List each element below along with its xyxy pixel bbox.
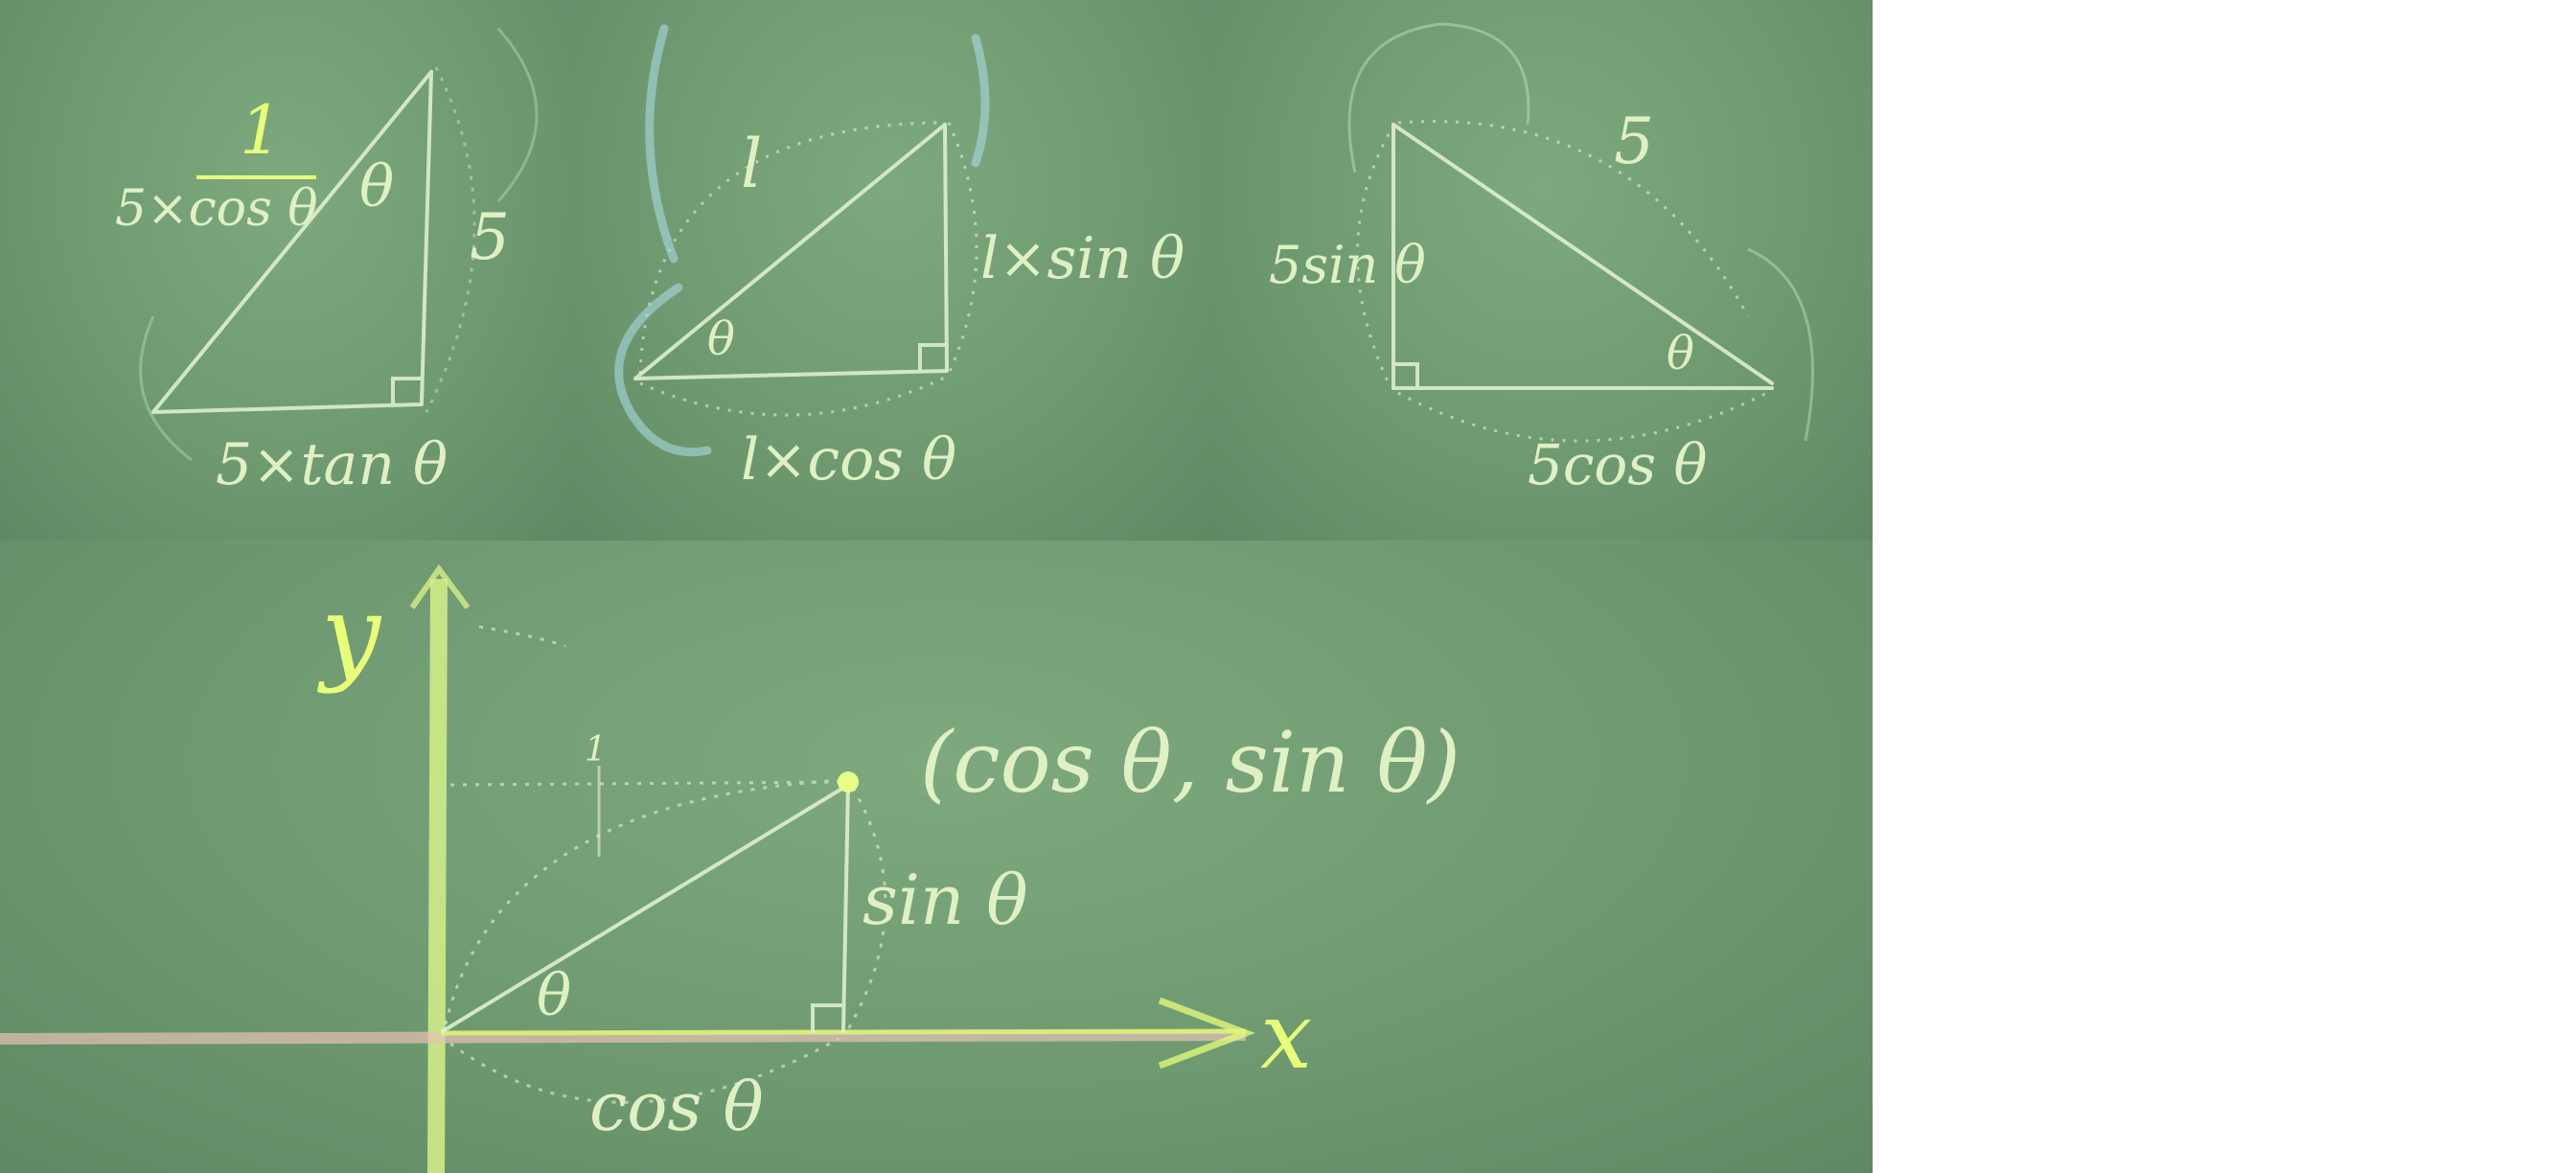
bottom-label: l×cos θ <box>741 426 956 494</box>
angle-theta-label: θ <box>359 153 394 220</box>
x-axis-label: x <box>1260 982 1312 1090</box>
hypotenuse-label: l <box>741 125 762 203</box>
triangle-diagram-3: 5 5sin θ θ 5cos θ <box>1269 22 1814 497</box>
chalkboard-panel-3: 5 5sin θ θ 5cos θ <box>1211 0 1873 540</box>
numerator-label: 1 <box>240 91 283 170</box>
vertical-side-label: sin θ <box>862 860 1028 940</box>
side-label: 5 <box>470 200 510 274</box>
angle-theta-label: θ <box>537 962 571 1029</box>
side-label: l×sin θ <box>980 225 1184 292</box>
unit-circle-diagram: y x (cos θ, sin θ) sin θ θ cos θ 1 <box>0 564 1460 1173</box>
triangle-diagram-1: 1 5×cos θ θ 5 5×tan θ <box>115 28 539 498</box>
chalkboard-panel-2: l θ l×sin θ l×cos θ <box>573 0 1211 540</box>
angle-theta-label: θ <box>707 312 735 366</box>
bottom-label: 5cos θ <box>1528 432 1707 497</box>
hypotenuse-label: 5×cos θ <box>115 180 318 238</box>
y-axis <box>427 578 448 1173</box>
unit-circle-point <box>838 771 859 793</box>
radius-tick-label: 1 <box>585 730 607 770</box>
point-coordinate-label: (cos θ, sin θ) <box>920 713 1460 812</box>
chalkboard-panel-4: y x (cos θ, sin θ) sin θ θ cos θ 1 <box>0 540 1873 1173</box>
side-label: 5sin θ <box>1269 235 1426 295</box>
chalkboard-panel-1: 1 5×cos θ θ 5 5×tan θ <box>0 0 573 540</box>
x-axis <box>0 1029 1247 1045</box>
y-axis-label: y <box>316 572 382 695</box>
triangle-diagram-2: l θ l×sin θ l×cos θ <box>614 24 1184 494</box>
horizontal-side-label: cos θ <box>589 1068 764 1146</box>
hypotenuse-label: 5 <box>1614 104 1654 178</box>
bottom-label: 5×tan θ <box>216 431 448 498</box>
angle-theta-label: θ <box>1667 327 1694 380</box>
